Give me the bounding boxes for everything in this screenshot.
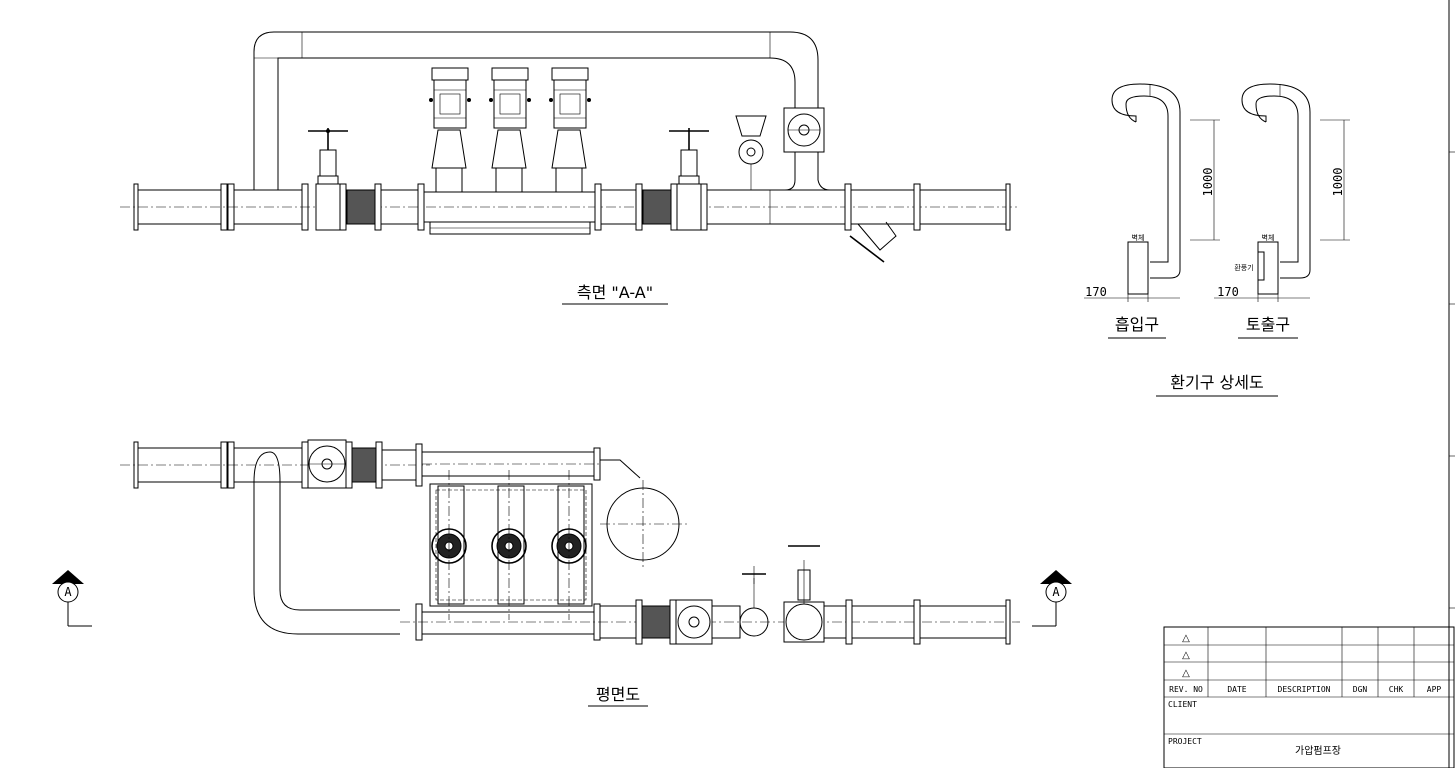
intake-label: 흡입구	[1115, 315, 1159, 334]
project-value: 가압펌프장	[1295, 744, 1341, 757]
header-chk: CHK	[1389, 685, 1404, 694]
plan-suction-pipe	[120, 441, 430, 489]
plan-pump-2	[491, 470, 527, 620]
client-label: CLIENT	[1168, 700, 1197, 709]
intake-height-dim: 1000	[1201, 168, 1215, 197]
project-label: PROJECT	[1168, 737, 1202, 746]
plan-pump-1	[431, 470, 467, 620]
side-pump-1	[429, 67, 471, 193]
outlet-offset-dim: 170	[1217, 285, 1239, 299]
plan-butterfly-valve-out	[675, 599, 741, 645]
section-marker-right	[1032, 570, 1072, 627]
intake-offset-dim: 170	[1085, 285, 1107, 299]
section-marker-left	[52, 570, 92, 627]
plan-flex-joint-in	[345, 441, 419, 489]
title-block	[1163, 626, 1455, 768]
outlet-fan-label: 환풍기	[1234, 263, 1253, 272]
side-view-title: 측면 "A-A"	[577, 283, 653, 302]
plan-pressure-tank	[600, 480, 690, 568]
header-description: DESCRIPTION	[1278, 685, 1331, 694]
section-marker-left-letter: A	[64, 585, 72, 599]
header-rev-no: REV. NO	[1169, 685, 1203, 694]
side-bypass-loop	[253, 31, 831, 191]
section-marker-right-letter: A	[1052, 585, 1060, 599]
side-main-pipe	[120, 183, 1020, 231]
side-check-valve	[735, 115, 767, 190]
plan-bypass-loop	[253, 451, 400, 635]
vent-outlet-detail	[1214, 83, 1350, 339]
outlet-label: 토출구	[1246, 315, 1290, 334]
header-dgn: DGN	[1353, 685, 1368, 694]
outlet-height-dim: 1000	[1331, 168, 1345, 197]
side-pump-3	[549, 67, 591, 193]
revision-symbol-2: △	[1182, 650, 1190, 661]
plan-butterfly-valve-in	[307, 439, 347, 489]
plan-gate-valve-out	[783, 545, 825, 643]
header-app: APP	[1427, 685, 1442, 694]
side-flex-joint-left	[339, 183, 422, 231]
side-view	[120, 31, 1020, 305]
plan-check-valve	[739, 566, 769, 637]
side-pump-2	[489, 67, 531, 193]
intake-wall-label: 벽체	[1132, 233, 1145, 242]
sheet-border	[1448, 0, 1455, 768]
plan-flex-joint-out	[635, 599, 677, 645]
revision-symbol-1: △	[1182, 633, 1190, 644]
vent-detail-title: 환기구 상세도	[1170, 373, 1263, 392]
side-y-strainer	[844, 183, 1011, 263]
side-discharge-run	[600, 128, 848, 231]
header-date: DATE	[1227, 685, 1246, 694]
revision-symbol-3: △	[1182, 668, 1190, 679]
side-pump-header	[417, 183, 602, 235]
side-butterfly-valve	[783, 107, 825, 153]
plan-outlet-pipe	[823, 599, 1011, 645]
plan-pump-3	[551, 470, 587, 620]
outlet-wall-label: 벽체	[1262, 233, 1275, 242]
plan-suction-header	[415, 443, 641, 487]
plan-view-title: 평면도	[596, 685, 640, 704]
plan-view	[120, 439, 1020, 707]
vent-intake-detail	[1084, 83, 1220, 339]
